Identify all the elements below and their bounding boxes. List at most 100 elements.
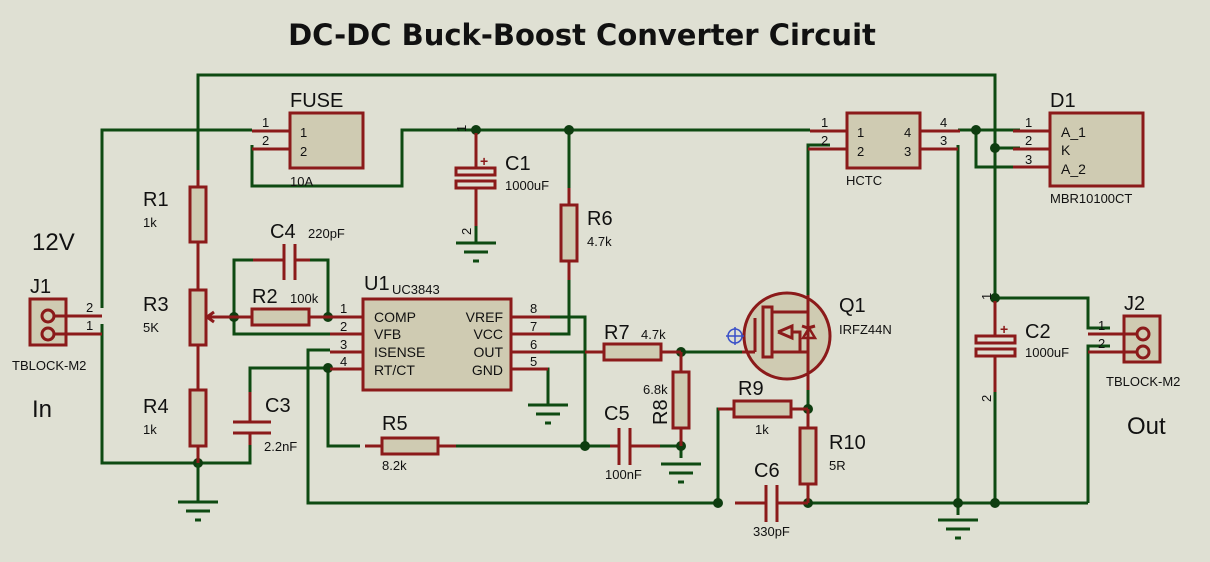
svg-text:C5: C5 — [604, 403, 630, 425]
svg-text:5K: 5K — [143, 320, 159, 335]
svg-text:J1: J1 — [30, 276, 51, 298]
wire-input-positive — [100, 128, 252, 308]
capacitor-c5[interactable]: C5 100nF — [604, 403, 660, 482]
resistor-r6[interactable]: R6 4.7k — [559, 188, 613, 280]
svg-text:VCC: VCC — [473, 326, 503, 342]
svg-text:1: 1 — [1098, 318, 1105, 333]
wire-fuse-out — [250, 128, 810, 188]
input-voltage-label: 12V — [32, 229, 75, 256]
ground-icon — [178, 463, 218, 522]
svg-text:TBLOCK-M2: TBLOCK-M2 — [12, 358, 86, 373]
resistor-r7[interactable]: R7 4.7k — [585, 322, 681, 362]
ground-symbols — [178, 241, 978, 540]
capacitor-c2[interactable]: + 1 2 C2 1000uF — [974, 293, 1069, 402]
svg-text:C4: C4 — [270, 221, 296, 243]
svg-text:8.2k: 8.2k — [382, 458, 407, 473]
svg-text:K: K — [1061, 142, 1071, 158]
svg-text:R3: R3 — [143, 294, 169, 316]
capacitor-c4[interactable]: C4 220pF — [253, 221, 345, 280]
svg-text:5: 5 — [530, 354, 537, 369]
svg-text:4: 4 — [940, 115, 947, 130]
svg-text:3: 3 — [940, 133, 947, 148]
svg-text:R10: R10 — [829, 432, 866, 454]
resistor-r1[interactable]: R1 1k — [143, 170, 208, 290]
svg-text:2: 2 — [86, 300, 93, 315]
resistor-r5[interactable]: R5 8.2k — [365, 413, 456, 473]
svg-text:OUT: OUT — [473, 344, 503, 360]
svg-text:7: 7 — [530, 319, 537, 334]
svg-text:R4: R4 — [143, 396, 169, 418]
resistor-r10[interactable]: R10 5R — [798, 409, 866, 503]
output-label: Out — [1127, 413, 1166, 440]
svg-text:10A: 10A — [290, 174, 313, 189]
svg-text:3: 3 — [340, 337, 347, 352]
svg-text:R8: R8 — [650, 399, 672, 425]
polarity-plus-icon: + — [480, 153, 488, 169]
resistor-r2[interactable]: R2 100k — [234, 286, 362, 327]
svg-text:C6: C6 — [754, 460, 780, 482]
diode-d1[interactable]: D1 1 2 3 A_1 K A_2 MBR10100CT — [1013, 90, 1145, 206]
svg-text:1000uF: 1000uF — [505, 178, 549, 193]
svg-text:IRFZ44N: IRFZ44N — [839, 322, 892, 337]
ic-u1[interactable]: U1 UC3843 1 2 3 4 COMP VFB ISENSE RT/CT … — [330, 273, 550, 392]
page-title: DC-DC Buck-Boost Converter Circuit — [288, 18, 876, 52]
svg-text:VREF: VREF — [466, 309, 503, 325]
svg-text:1: 1 — [979, 293, 994, 300]
input-label: In — [32, 396, 52, 423]
svg-text:220pF: 220pF — [308, 226, 345, 241]
svg-text:2.2nF: 2.2nF — [264, 439, 297, 454]
svg-text:FUSE: FUSE — [290, 90, 343, 112]
resistor-r9[interactable]: R9 1k — [718, 378, 808, 437]
svg-text:1: 1 — [262, 115, 269, 130]
svg-text:ISENSE: ISENSE — [374, 344, 425, 360]
svg-text:2: 2 — [340, 319, 347, 334]
svg-text:2: 2 — [459, 228, 474, 235]
svg-text:GND: GND — [472, 362, 503, 378]
svg-text:2: 2 — [1025, 133, 1032, 148]
svg-text:MBR10100CT: MBR10100CT — [1050, 191, 1132, 206]
svg-text:RT/CT: RT/CT — [374, 362, 415, 378]
svg-text:Q1: Q1 — [839, 295, 866, 317]
ground-icon — [938, 518, 978, 540]
resistor-r4[interactable]: R4 1k — [143, 388, 208, 463]
current-transformer-hctc[interactable]: 1 2 1 2 4 3 4 3 HCTC — [808, 111, 960, 188]
mosfet-q1[interactable]: Q1 IRFZ44N — [726, 291, 892, 390]
svg-text:8: 8 — [530, 301, 537, 316]
capacitor-c3[interactable]: C3 2.2nF — [233, 392, 297, 463]
svg-text:1: 1 — [454, 125, 469, 132]
resistor-r8[interactable]: R8 6.8k — [643, 352, 691, 446]
svg-text:D1: D1 — [1050, 90, 1076, 112]
svg-text:2: 2 — [857, 144, 864, 159]
svg-text:4.7k: 4.7k — [641, 327, 666, 342]
svg-text:330pF: 330pF — [753, 524, 790, 539]
svg-text:2: 2 — [300, 144, 307, 159]
svg-text:1: 1 — [821, 115, 828, 130]
svg-text:R9: R9 — [738, 378, 764, 400]
svg-text:R5: R5 — [382, 413, 408, 435]
wire-top-rail — [196, 73, 997, 298]
ground-icon — [661, 462, 701, 484]
svg-text:A_1: A_1 — [1061, 124, 1086, 140]
svg-text:4.7k: 4.7k — [587, 234, 612, 249]
svg-text:1: 1 — [86, 318, 93, 333]
capacitor-c1[interactable]: + 1 2 C1 1000uF — [454, 125, 549, 235]
svg-text:1: 1 — [857, 125, 864, 140]
fuse[interactable]: FUSE 1 2 1 2 10A — [252, 90, 365, 189]
svg-text:4: 4 — [904, 125, 911, 140]
svg-text:R2: R2 — [252, 286, 278, 308]
svg-text:3: 3 — [1025, 152, 1032, 167]
svg-text:1k: 1k — [143, 422, 157, 437]
ground-icon — [456, 241, 496, 263]
svg-text:100nF: 100nF — [605, 467, 642, 482]
ground-icon — [528, 403, 568, 425]
svg-text:100k: 100k — [290, 291, 319, 306]
svg-text:1: 1 — [300, 125, 307, 140]
connector-j1[interactable]: J1 2 1 TBLOCK-M2 — [12, 276, 102, 373]
svg-text:TBLOCK-M2: TBLOCK-M2 — [1106, 374, 1180, 389]
connector-j2[interactable]: J2 1 2 TBLOCK-M2 — [1088, 293, 1180, 389]
potentiometer-r3[interactable]: R3 5K — [143, 288, 234, 390]
svg-text:2: 2 — [1098, 336, 1105, 351]
capacitor-c6[interactable]: C6 330pF — [735, 460, 808, 539]
svg-text:VFB: VFB — [374, 326, 401, 342]
